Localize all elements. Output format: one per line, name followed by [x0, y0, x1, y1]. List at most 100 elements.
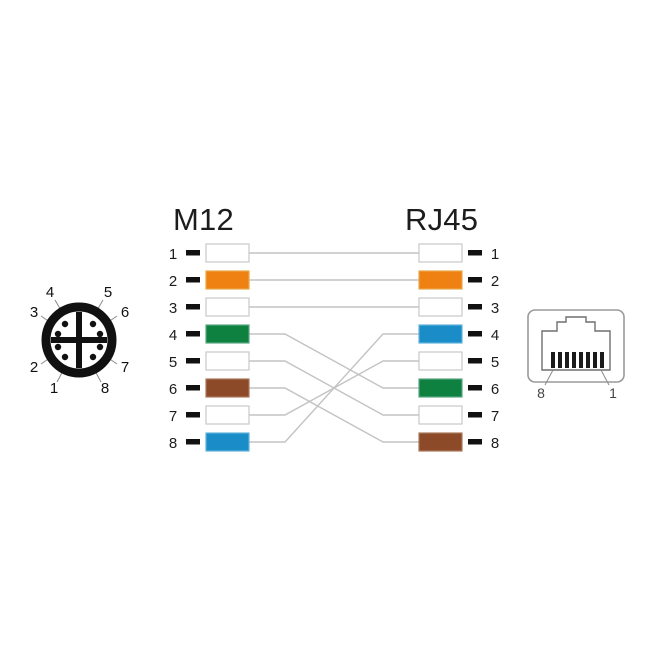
m12-pin-row[interactable]: 8 [169, 432, 250, 452]
m12-wire-block-white[interactable] [205, 243, 250, 263]
rj45-lead-dash [468, 331, 482, 337]
m12-connector-label-2: 2 [30, 359, 38, 376]
m12-pin-label: 7 [169, 408, 177, 425]
m12-pin-label: 1 [169, 246, 177, 263]
m12-pin-row[interactable]: 2 [169, 270, 250, 290]
rj45-pin-label: 6 [491, 381, 499, 398]
m12-pin-dot [54, 343, 62, 351]
m12-pin-label: 5 [169, 354, 177, 371]
rj45-contact [586, 352, 590, 368]
wire-line-4 [249, 333, 419, 389]
m12-lead-dash [186, 331, 200, 337]
rj45-wire-block-brown[interactable] [418, 432, 463, 452]
m12-wire-block-white[interactable] [205, 405, 250, 425]
m12-pin-row[interactable]: 3 [169, 297, 250, 317]
m12-connector-pinout[interactable]: 4 5 3 6 2 7 1 8 [30, 284, 129, 397]
rj45-pin-row[interactable]: 3 [418, 297, 499, 317]
m12-lead-dash [186, 412, 200, 418]
rj45-pin-row[interactable]: 7 [418, 405, 499, 425]
m12-pin-label: 2 [169, 273, 177, 290]
m12-wire-block-orange[interactable] [205, 270, 250, 290]
rj45-lead-dash [468, 250, 482, 256]
m12-pin-row[interactable]: 6 [169, 378, 250, 398]
m12-connector-label-5: 5 [104, 284, 112, 301]
m12-pin-rows: 1 2 3 4 5 [169, 243, 250, 452]
rj45-contact [579, 352, 583, 368]
rj45-contact [600, 352, 604, 368]
rj45-pin-row[interactable]: 8 [418, 432, 499, 452]
rj45-pin-row[interactable]: 4 [418, 324, 499, 344]
rj45-pin-rows: 1 2 3 4 5 [418, 243, 499, 452]
rj45-contact [593, 352, 597, 368]
m12-pin-dot [61, 353, 69, 361]
rj45-pin-row[interactable]: 1 [418, 243, 499, 263]
rj45-wire-block-white[interactable] [418, 297, 463, 317]
rj45-jack-label-left: 8 [537, 385, 545, 401]
m12-connector-label-8: 8 [101, 380, 109, 397]
wire-line-6 [249, 387, 419, 443]
m12-pin-label: 6 [169, 381, 177, 398]
m12-wire-block-white[interactable] [205, 351, 250, 371]
m12-outer-ring [41, 302, 117, 378]
left-connector-title: M12 [173, 202, 234, 237]
m12-connector-label-7: 7 [121, 359, 129, 376]
m12-lead-dash [186, 304, 200, 310]
rj45-jack-leader-8 [544, 369, 554, 386]
rj45-contact [572, 352, 576, 368]
rj45-pin-label: 5 [491, 354, 499, 371]
m12-lead-dash [186, 277, 200, 283]
wire-line-8 [249, 333, 419, 443]
rj45-pin-row[interactable]: 5 [418, 351, 499, 371]
m12-wire-block-brown[interactable] [205, 378, 250, 398]
m12-connector-label-3: 3 [30, 304, 38, 321]
m12-pin-row[interactable]: 5 [169, 351, 250, 371]
m12-lead-dash [186, 358, 200, 364]
m12-pin-dots [54, 320, 104, 361]
rj45-jack-contacts [551, 352, 604, 368]
rj45-lead-dash [468, 439, 482, 445]
rj45-jack-housing [527, 309, 625, 383]
m12-lead-dash [186, 250, 200, 256]
m12-pin-row[interactable]: 1 [169, 243, 250, 263]
m12-lead-dash [186, 439, 200, 445]
m12-wire-block-blue[interactable] [205, 432, 250, 452]
rj45-pin-label: 3 [491, 300, 499, 317]
rj45-pin-row[interactable]: 6 [418, 378, 499, 398]
rj45-wire-block-white[interactable] [418, 351, 463, 371]
m12-pin-label: 8 [169, 435, 177, 452]
rj45-wire-block-white[interactable] [418, 405, 463, 425]
rj45-lead-dash [468, 277, 482, 283]
m12-wire-block-white[interactable] [205, 297, 250, 317]
rj45-jack-leader-1 [600, 369, 610, 386]
m12-pin-dot [61, 320, 69, 328]
wire-lines-group [249, 252, 419, 443]
rj45-jack-icon[interactable]: 8 1 [527, 309, 625, 401]
m12-pin-dot [96, 330, 104, 338]
rj45-wire-block-blue[interactable] [418, 324, 463, 344]
rj45-pin-label: 4 [491, 327, 499, 344]
m12-pin-dot [89, 353, 97, 361]
rj45-pin-label: 7 [491, 408, 499, 425]
m12-pin-row[interactable]: 4 [169, 324, 250, 344]
m12-connector-label-6: 6 [121, 304, 129, 321]
rj45-lead-dash [468, 385, 482, 391]
rj45-wire-block-white[interactable] [418, 243, 463, 263]
rj45-pin-label: 8 [491, 435, 499, 452]
rj45-pin-row[interactable]: 2 [418, 270, 499, 290]
m12-pin-row[interactable]: 7 [169, 405, 250, 425]
rj45-jack-opening [541, 316, 611, 371]
rj45-contact [565, 352, 569, 368]
m12-pin-label: 3 [169, 300, 177, 317]
rj45-wire-block-green[interactable] [418, 378, 463, 398]
rj45-wire-block-orange[interactable] [418, 270, 463, 290]
rj45-contact [558, 352, 562, 368]
m12-wire-block-green[interactable] [205, 324, 250, 344]
m12-pin-label: 4 [169, 327, 177, 344]
m12-cross-divider [51, 312, 107, 368]
m12-connector-label-1: 1 [50, 380, 58, 397]
rj45-lead-dash [468, 358, 482, 364]
rj45-lead-dash [468, 304, 482, 310]
